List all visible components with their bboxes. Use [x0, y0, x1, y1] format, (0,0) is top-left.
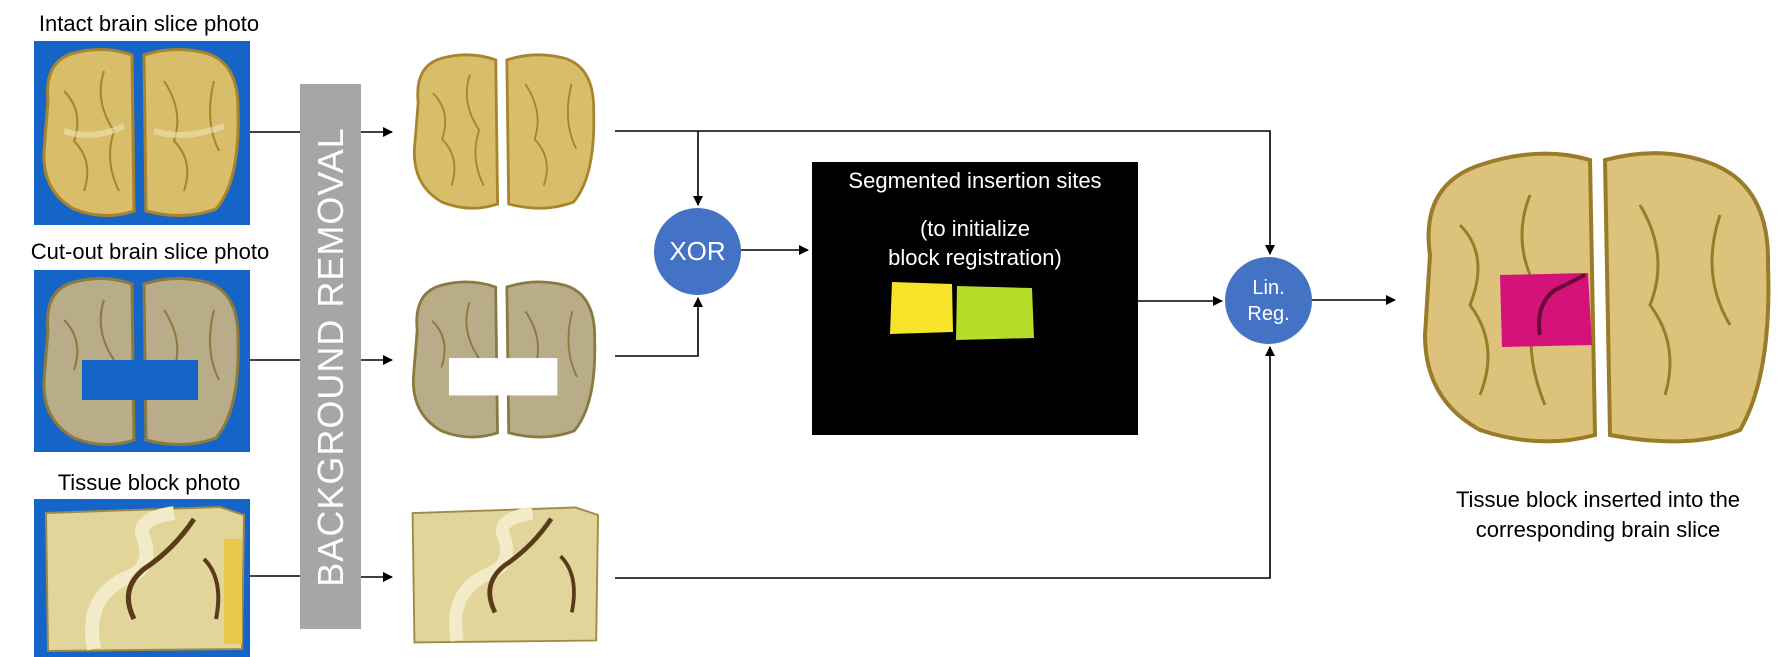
segmented-panel-subtitle-2: block registration)	[888, 245, 1062, 270]
cutout-brain-segmented	[412, 280, 597, 439]
cutout-brain-photo	[34, 270, 250, 452]
cutout-photo-label: Cut-out brain slice photo	[30, 239, 270, 264]
segmented-insertion-sites-panel: Segmented insertion sites (to initialize…	[812, 162, 1138, 435]
xor-label: XOR	[669, 236, 726, 266]
insertion-site-masks	[890, 282, 1034, 340]
segmented-panel-title: Segmented insertion sites	[848, 168, 1102, 193]
intact-brain-segmented	[413, 53, 596, 210]
cutout-brain-image	[42, 277, 240, 447]
tissue-block-image	[44, 505, 246, 653]
tissue-block-photo	[34, 499, 250, 657]
linreg-label-line2: Reg.	[1247, 302, 1290, 325]
arrow-cutout-to-xor	[615, 297, 703, 357]
block-photo-label: Tissue block photo	[57, 470, 241, 495]
tissue-block-segmented	[411, 506, 599, 644]
linear-registration-node: Lin. Reg.	[1225, 257, 1312, 344]
intact-brain-photo	[34, 41, 250, 225]
intact-photo-label: Intact brain slice photo	[38, 11, 260, 36]
output-label-line2: corresponding brain slice	[1475, 517, 1721, 542]
output-label-line1: Tissue block inserted into the	[1455, 487, 1741, 512]
background-removal-bar: BACKGROUND REMOVAL	[300, 84, 361, 629]
xor-node: XOR	[654, 208, 741, 295]
insertion-site-green	[956, 286, 1034, 340]
arrow-intact-to-linreg	[615, 130, 1275, 255]
insertion-site-yellow	[890, 282, 953, 334]
output-brain-with-block	[1422, 151, 1771, 444]
inserted-tissue-block	[1500, 273, 1592, 347]
arrow-block-to-linreg	[615, 346, 1275, 579]
segmented-panel-subtitle-1: (to initialize	[919, 216, 1031, 241]
intact-brain-image	[42, 48, 240, 218]
linreg-label-line1: Lin.	[1252, 276, 1285, 299]
